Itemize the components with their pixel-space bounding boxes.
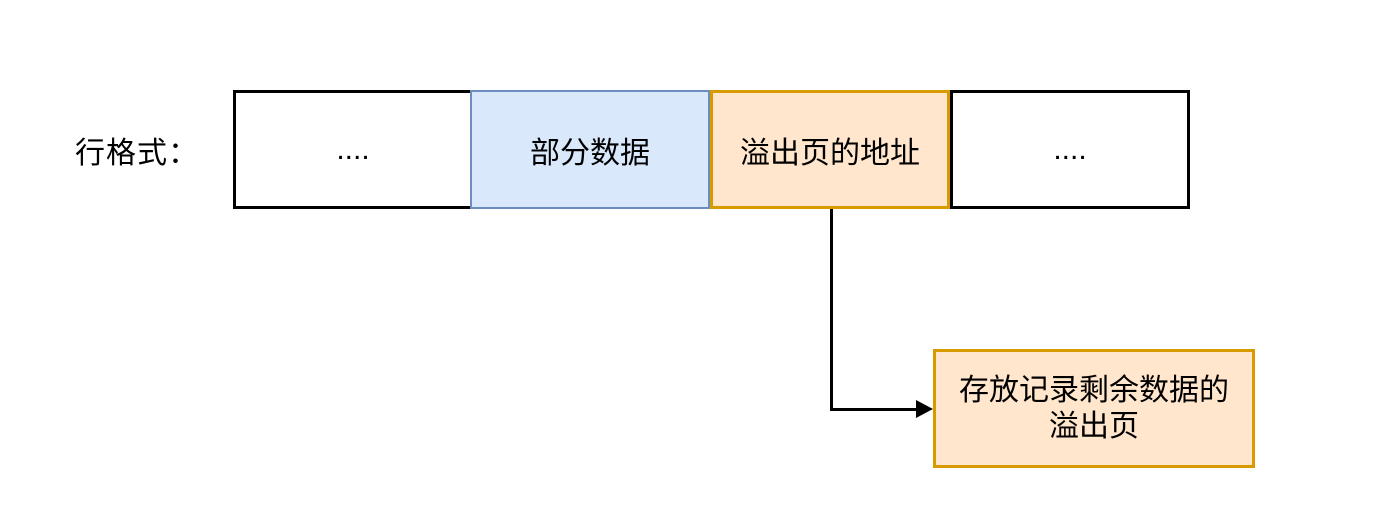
- row-format-label: 行格式：: [75, 136, 199, 170]
- cell-ellipsis-left-text: ....: [336, 132, 370, 166]
- cell-partial-data: 部分数据: [470, 90, 710, 209]
- arrowhead-icon: [916, 400, 933, 418]
- cell-overflow-page-address-text: 溢出页的地址: [740, 136, 920, 170]
- cell-ellipsis-right: ....: [950, 90, 1190, 209]
- cell-ellipsis-right-text: ....: [1053, 132, 1087, 166]
- overflow-arrow-vertical-segment: [830, 208, 833, 410]
- cell-overflow-page-address: 溢出页的地址: [710, 90, 950, 209]
- overflow-page-box-line2: 溢出页: [1049, 409, 1139, 443]
- cell-ellipsis-left: ....: [233, 90, 473, 209]
- overflow-page-box: 存放记录剩余数据的 溢出页: [933, 349, 1255, 468]
- overflow-page-box-line1: 存放记录剩余数据的: [959, 373, 1229, 407]
- cell-partial-data-text: 部分数据: [530, 136, 650, 170]
- overflow-arrow-horizontal-segment: [830, 408, 919, 411]
